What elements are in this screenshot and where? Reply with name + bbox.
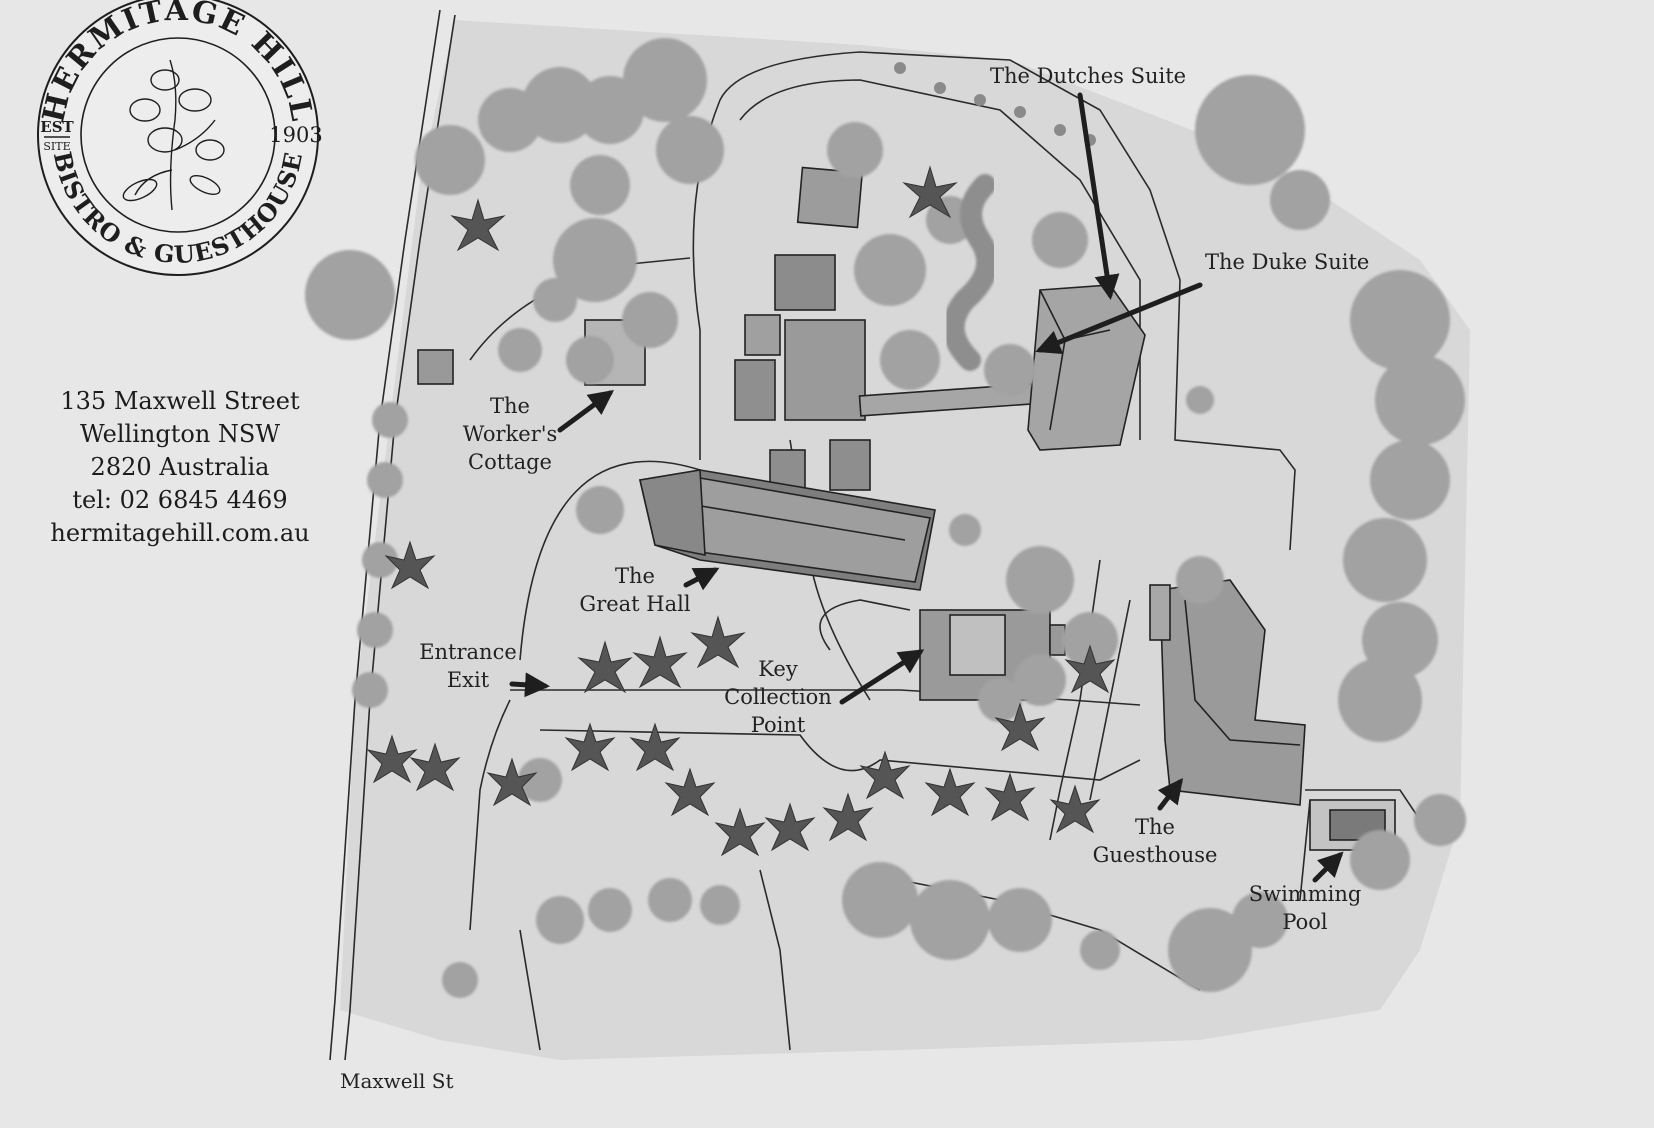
label-entrance-line: Entrance (419, 640, 517, 664)
address-block: 135 Maxwell Street Wellington NSW 2820 A… (30, 385, 330, 550)
buildings (417, 166, 1396, 851)
label-dutches-suite: The Dutches Suite (990, 64, 1187, 88)
label-key-line3: Point (750, 713, 806, 737)
label-key-line1: Key (758, 657, 798, 681)
label-key-collection-point: Key Collection Point (718, 655, 838, 739)
label-key-line2: Collection (724, 685, 832, 709)
label-guesthouse-line2: Guesthouse (1092, 843, 1218, 867)
label-exit-line: Exit (446, 668, 490, 692)
arrow-duke-suite (1035, 282, 1203, 355)
label-entrance-exit: Entrance Exit (418, 638, 518, 694)
arrow-guesthouse (1157, 778, 1184, 811)
label-swimming-line: Swimming (1248, 882, 1362, 906)
logo-est: EST (40, 118, 74, 136)
label-swimming-pool: Swimming Pool (1235, 880, 1375, 936)
arrow-workers-cottage (557, 390, 615, 433)
logo-year: 1903 (269, 123, 322, 147)
trees (305, 38, 1466, 998)
address-website: hermitagehill.com.au (50, 519, 310, 547)
label-guesthouse-line1: The (1135, 815, 1175, 839)
shrub-row (894, 62, 1096, 146)
winding-hedge (942, 174, 999, 371)
arrow-key-collection (839, 649, 925, 705)
address-postcode: 2820 Australia (90, 453, 270, 481)
logo-site: SITE (43, 140, 70, 153)
label-workers-cottage-line2: Worker's (462, 422, 558, 446)
label-workers-cottage-line1: The (490, 394, 530, 418)
flower-illustration (122, 59, 225, 211)
arrow-dutches-suite (1077, 92, 1120, 300)
address-phone: tel: 02 6845 4469 (72, 486, 288, 514)
label-workers-cottage-line3: Cottage (468, 450, 552, 474)
palm-trees (366, 165, 1116, 857)
label-guesthouse: The Guesthouse (1085, 813, 1225, 869)
arrow-great-hall (683, 567, 720, 591)
address-town: Wellington NSW (79, 420, 281, 448)
label-maxwell-st: Maxwell St (340, 1069, 454, 1093)
arrow-swimming-pool (1312, 851, 1344, 883)
arrow-entrance-exit (509, 672, 550, 698)
label-workers-cottage: The Worker's Cottage (455, 392, 565, 476)
address-street: 135 Maxwell Street (60, 387, 300, 415)
label-great-hall-line1: The (615, 564, 655, 588)
label-arrows (509, 92, 1344, 883)
label-duke-suite: The Duke Suite (1205, 250, 1370, 274)
label-pool-line: Pool (1282, 910, 1328, 934)
label-great-hall-line2: Great Hall (579, 592, 691, 616)
label-great-hall: The Great Hall (575, 562, 695, 618)
